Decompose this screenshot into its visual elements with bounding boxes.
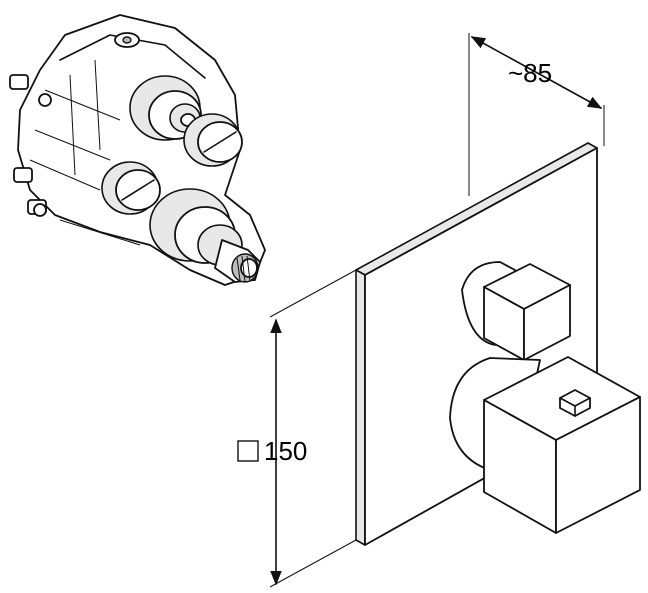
slotted-cap-left (101, 161, 161, 215)
upper-port (129, 75, 202, 141)
dimension-depth: ~85 (470, 36, 603, 109)
lower-cube-handle (483, 356, 641, 534)
valve-body (9, 14, 266, 286)
upper-cube-handle (483, 263, 571, 361)
cover-plate-assembly (269, 33, 641, 588)
side-fittings (9, 74, 52, 217)
height-label: 150 (264, 436, 307, 466)
dimension-height: 150 (237, 318, 307, 586)
depth-label: ~85 (508, 58, 552, 88)
spindle-port (149, 188, 261, 283)
square-symbol-icon (237, 440, 259, 462)
slotted-cap-right (183, 113, 243, 167)
